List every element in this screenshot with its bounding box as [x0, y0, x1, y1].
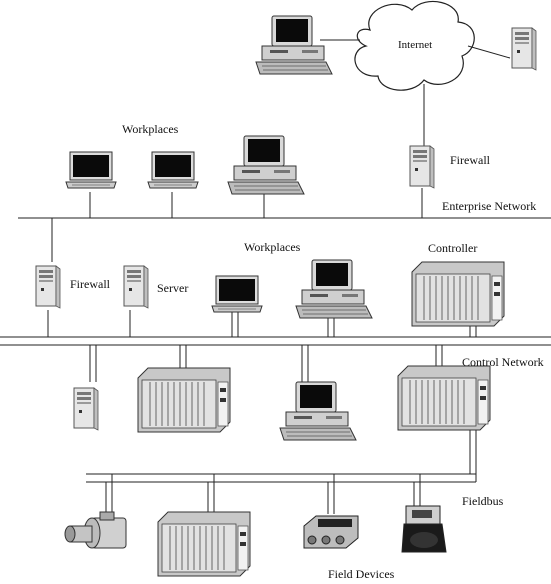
control-laptop-icon	[211, 275, 263, 313]
lower-desktop-icon	[279, 381, 357, 441]
sensor-icon	[401, 505, 447, 553]
field-rack-icon	[157, 511, 251, 577]
io-module-icon	[303, 515, 359, 549]
lower-rack-2-icon	[397, 365, 491, 431]
workplaces-mid-label: Workplaces	[244, 240, 301, 254]
firewall-top-label: Firewall	[450, 153, 490, 167]
enterprise-network-label: Enterprise Network	[442, 199, 537, 213]
fieldbus-label: Fieldbus	[462, 494, 504, 508]
cloud-icon	[354, 0, 475, 91]
lower-server-icon	[73, 387, 99, 431]
firewall-mid-icon	[35, 265, 61, 309]
workplace-desktop-icon	[227, 135, 305, 195]
field-devices-label: Field Devices	[328, 567, 395, 581]
server-label: Server	[157, 281, 189, 295]
motor-icon	[64, 511, 127, 549]
firewall-mid-label: Firewall	[70, 277, 110, 291]
control-desktop-icon	[295, 259, 373, 319]
controller-rack-icon	[411, 261, 505, 327]
internet-server-icon	[511, 27, 537, 71]
workplaces-top-label: Workplaces	[122, 122, 179, 136]
connection-lines	[0, 39, 551, 522]
control-network-label: Control Network	[462, 355, 544, 369]
workplace-laptop-1-icon	[65, 151, 117, 189]
controller-label: Controller	[428, 241, 478, 255]
internet-label: Internet	[398, 39, 433, 51]
workplace-laptop-2-icon	[147, 151, 199, 189]
internet-desktop-icon	[255, 15, 333, 75]
server-icon	[123, 265, 149, 309]
firewall-top-icon	[409, 145, 435, 189]
lower-rack-1-icon	[137, 367, 231, 433]
